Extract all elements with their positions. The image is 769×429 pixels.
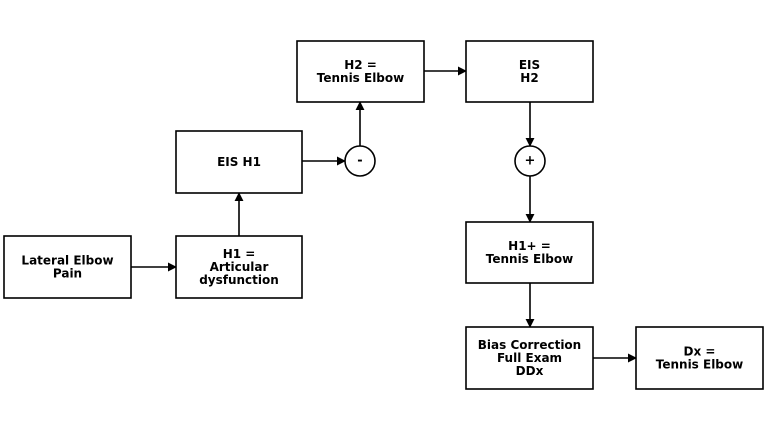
node-label-line: H2 = bbox=[344, 58, 377, 72]
node-label-line: Lateral Elbow bbox=[21, 254, 113, 268]
node-dx-tennis: Dx =Tennis Elbow bbox=[635, 326, 764, 390]
node-label-line: EIS bbox=[519, 58, 540, 72]
node-label-line: Dx = bbox=[684, 345, 716, 359]
junction-symbol: - bbox=[357, 154, 362, 169]
edges-layer bbox=[131, 66, 637, 363]
node-box bbox=[175, 130, 303, 194]
node-h2-tennis: H2 =Tennis Elbow bbox=[296, 40, 425, 103]
node-box bbox=[635, 326, 764, 390]
node-box bbox=[465, 40, 594, 103]
node-label-line: H1+ = bbox=[508, 239, 551, 253]
node-label-line: EIS H1 bbox=[217, 155, 261, 169]
node-box bbox=[465, 221, 594, 284]
node-label-line: dysfunction bbox=[199, 273, 279, 287]
node-eis-h1: EIS H1 bbox=[175, 130, 303, 194]
node-h1plus-tennis: H1+ =Tennis Elbow bbox=[465, 221, 594, 284]
node-label-line: DDx bbox=[516, 364, 544, 378]
junction-symbol: + bbox=[525, 154, 536, 169]
node-label-line: H1 = bbox=[223, 247, 256, 261]
node-label-line: Articular bbox=[210, 260, 269, 274]
node-box bbox=[3, 235, 132, 299]
node-box bbox=[465, 326, 594, 390]
node-box bbox=[296, 40, 425, 103]
node-label-line: Tennis Elbow bbox=[486, 252, 573, 266]
node-box bbox=[175, 235, 303, 299]
junction-circle bbox=[344, 145, 376, 177]
junction-positive: + bbox=[514, 145, 546, 177]
node-label-line: H2 bbox=[520, 71, 538, 85]
node-label-line: Pain bbox=[53, 267, 82, 281]
junction-negative: - bbox=[344, 145, 376, 177]
node-label-line: Tennis Elbow bbox=[656, 358, 743, 372]
node-label-line: Tennis Elbow bbox=[317, 71, 404, 85]
node-label-line: Bias Correction bbox=[478, 338, 581, 352]
junction-circle bbox=[514, 145, 546, 177]
node-label-line: Full Exam bbox=[497, 351, 562, 365]
